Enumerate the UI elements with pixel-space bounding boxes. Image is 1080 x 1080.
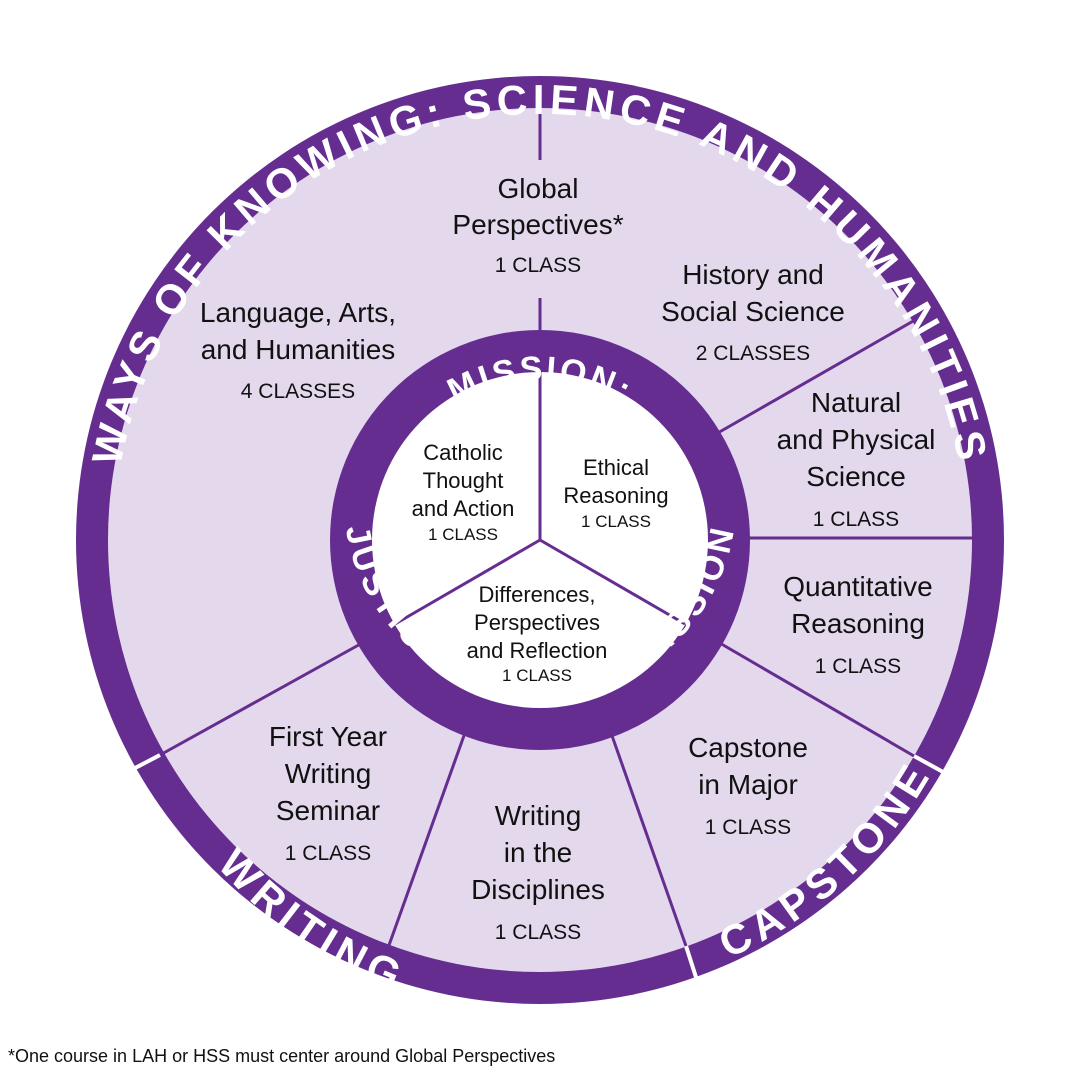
quant-count: 1 CLASS — [815, 655, 901, 678]
segment-quantitative-reasoning: Quantitative Reasoning 1 CLASS — [783, 571, 932, 678]
language-line2: and Humanities — [201, 334, 396, 365]
segment-first-year-writing-seminar: First Year Writing Seminar 1 CLASS — [269, 721, 387, 865]
divider-capstone-writing — [608, 729, 688, 947]
ring-divider-right — [913, 754, 955, 780]
first-year-line1: First Year — [269, 721, 387, 752]
segment-global-perspectives: Global Perspectives* 1 CLASS — [452, 173, 623, 277]
writing-disc-line3: Disciplines — [471, 874, 605, 905]
divider-quant-capstone — [717, 640, 915, 758]
core-catholic-thought-action: Catholic Thought and Action 1 CLASS — [412, 440, 515, 544]
first-year-line2: Writing — [285, 758, 372, 789]
core-differences-perspectives-reflection: Differences, Perspectives and Reflection… — [467, 582, 608, 685]
language-line1: Language, Arts, — [200, 297, 396, 328]
differences-line3: and Reflection — [467, 638, 608, 663]
differences-count: 1 CLASS — [502, 666, 572, 685]
first-year-count: 1 CLASS — [285, 842, 371, 865]
segment-natural-physical-science: Natural and Physical Science 1 CLASS — [777, 387, 936, 531]
divider-history-natural — [715, 318, 916, 436]
ethical-count: 1 CLASS — [581, 512, 651, 531]
capstone-line1: Capstone — [688, 732, 808, 763]
divider-firstyear-language — [159, 640, 365, 757]
capstone-line2: in Major — [698, 769, 798, 800]
differences-line1: Differences, — [479, 582, 596, 607]
first-year-line3: Seminar — [276, 795, 380, 826]
core-ethical-reasoning: Ethical Reasoning 1 CLASS — [563, 455, 668, 531]
global-perspectives-footnote: *One course in LAH or HSS must center ar… — [8, 1046, 556, 1066]
differences-line2: Perspectives — [474, 610, 600, 635]
core-divider-left — [394, 538, 541, 626]
natural-count: 1 CLASS — [813, 508, 899, 531]
capstone-count: 1 CLASS — [705, 816, 791, 839]
writing-disc-line2: in the — [504, 837, 573, 868]
language-count: 4 CLASSES — [241, 380, 355, 403]
catholic-line1: Catholic — [423, 440, 502, 465]
global-line1: Global — [498, 173, 579, 204]
natural-line2: and Physical — [777, 424, 936, 455]
ring-divider-left — [117, 753, 161, 779]
core-dividers — [394, 372, 686, 626]
natural-line1: Natural — [811, 387, 901, 418]
natural-line3: Science — [806, 461, 906, 492]
divider-writing-firstyear — [386, 729, 468, 949]
segment-dividers — [159, 108, 972, 949]
segment-capstone-in-major: Capstone in Major 1 CLASS — [688, 732, 808, 839]
core-divider-right — [539, 538, 686, 626]
catholic-count: 1 CLASS — [428, 525, 498, 544]
segment-writing-in-disciplines: Writing in the Disciplines 1 CLASS — [471, 800, 605, 944]
global-count: 1 CLASS — [495, 254, 581, 277]
history-line1: History and — [682, 259, 824, 290]
quant-line2: Reasoning — [791, 608, 925, 639]
writing-disc-count: 1 CLASS — [495, 921, 581, 944]
global-line2: Perspectives* — [452, 209, 623, 240]
segment-language-arts-humanities: Language, Arts, and Humanities 4 CLASSES — [200, 297, 396, 403]
ethical-line2: Reasoning — [563, 483, 668, 508]
catholic-line3: and Action — [412, 496, 515, 521]
ethical-line1: Ethical — [583, 455, 649, 480]
quant-line1: Quantitative — [783, 571, 932, 602]
history-line2: Social Science — [661, 296, 845, 327]
segment-history-social-science: History and Social Science 2 CLASSES — [661, 259, 845, 365]
ring-divider-bottom — [684, 945, 704, 997]
history-count: 2 CLASSES — [696, 342, 810, 365]
writing-disc-line1: Writing — [495, 800, 582, 831]
catholic-line2: Thought — [423, 468, 504, 493]
